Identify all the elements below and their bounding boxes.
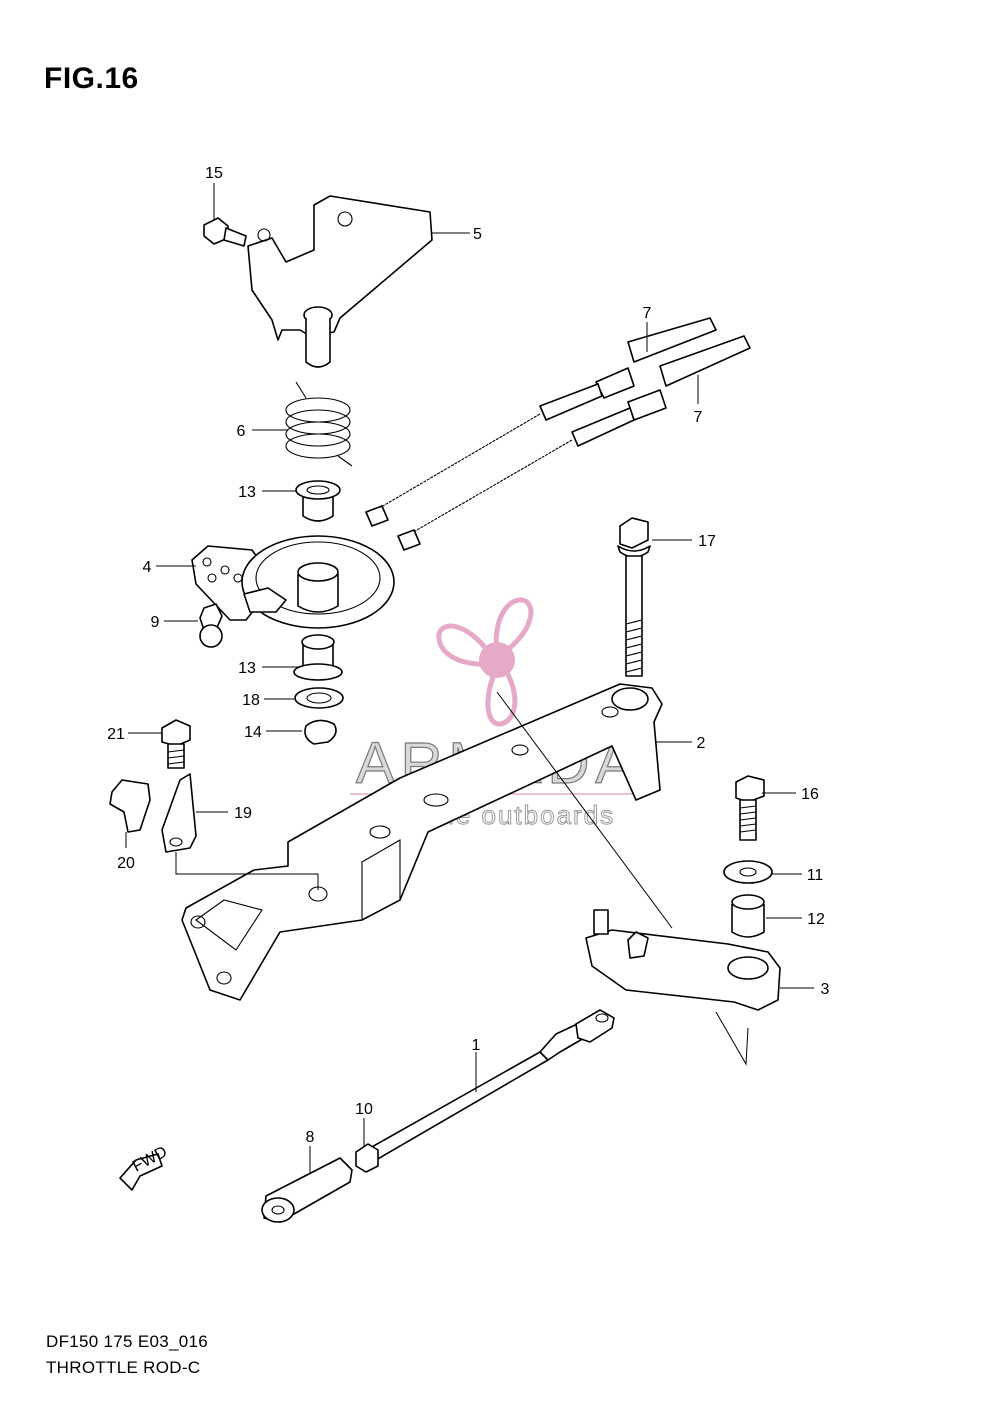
- callout-4: 4: [143, 559, 152, 576]
- fwd-arrow-icon: FWD: [119, 1143, 170, 1191]
- callout-18: 18: [242, 692, 260, 709]
- callout-14: 14: [244, 724, 262, 741]
- callout-9: 9: [151, 614, 160, 631]
- propeller-logo-icon: [436, 597, 534, 727]
- leader-lines: [125, 183, 814, 1174]
- callout-3: 3: [821, 981, 830, 998]
- part-7-throttle-cables: [365, 317, 751, 551]
- callout-13-upper: 13: [238, 484, 256, 501]
- part-21-bolt: [161, 719, 191, 769]
- reference-lines: [496, 691, 749, 1066]
- part-1-throttle-rod: [369, 1009, 615, 1161]
- callout-17: 17: [698, 533, 716, 550]
- callout-20: 20: [117, 855, 135, 872]
- part-20-clip: [109, 779, 151, 833]
- part-10-nut: [355, 1143, 379, 1173]
- callout-6: 6: [237, 423, 246, 440]
- callout-5: 5: [473, 226, 482, 243]
- part-17-long-bolt: [617, 517, 651, 677]
- callout-21: 21: [107, 726, 125, 743]
- callout-12: 12: [807, 911, 825, 928]
- part-11-washer: [723, 860, 773, 884]
- callout-numbers: 15 5 7 7 6 13 17 4 9 13 18 14 2 21 19 20…: [107, 165, 829, 1146]
- figure-name: THROTTLE ROD-C: [46, 1358, 201, 1377]
- part-15-bolt: [203, 217, 247, 247]
- part-6-spring: [285, 381, 353, 467]
- part-19-bracket: [161, 773, 197, 853]
- part-5-bracket: [247, 195, 433, 368]
- callout-1: 1: [472, 1037, 481, 1054]
- callout-11: 11: [807, 867, 824, 884]
- figure-code: DF150 175 E03_016: [46, 1332, 209, 1351]
- part-4-throttle-cam: [191, 535, 395, 648]
- callout-15: 15: [205, 165, 223, 182]
- figure-title: FIG.16: [44, 62, 139, 95]
- callout-10: 10: [355, 1101, 373, 1118]
- part-12-bushing: [731, 894, 765, 938]
- leader-19-to-arm: [175, 852, 319, 890]
- callout-7-upper: 7: [643, 305, 652, 322]
- part-3-link-arm: [585, 909, 781, 1011]
- part-14-e-clip: [304, 719, 337, 745]
- callout-2: 2: [697, 735, 706, 752]
- callout-8: 8: [306, 1129, 315, 1146]
- callout-19: 19: [234, 805, 252, 822]
- callout-7-lower: 7: [694, 409, 703, 426]
- part-13-bushing-bottom: [293, 634, 343, 681]
- part-2-lever-arm: [181, 683, 663, 1001]
- callout-16: 16: [801, 786, 819, 803]
- part-16-bolt: [735, 775, 765, 841]
- callout-13-lower: 13: [238, 660, 256, 677]
- part-8-rod-end: [261, 1157, 353, 1223]
- part-18-washer: [294, 687, 344, 709]
- part-13-bushing-top: [295, 480, 341, 522]
